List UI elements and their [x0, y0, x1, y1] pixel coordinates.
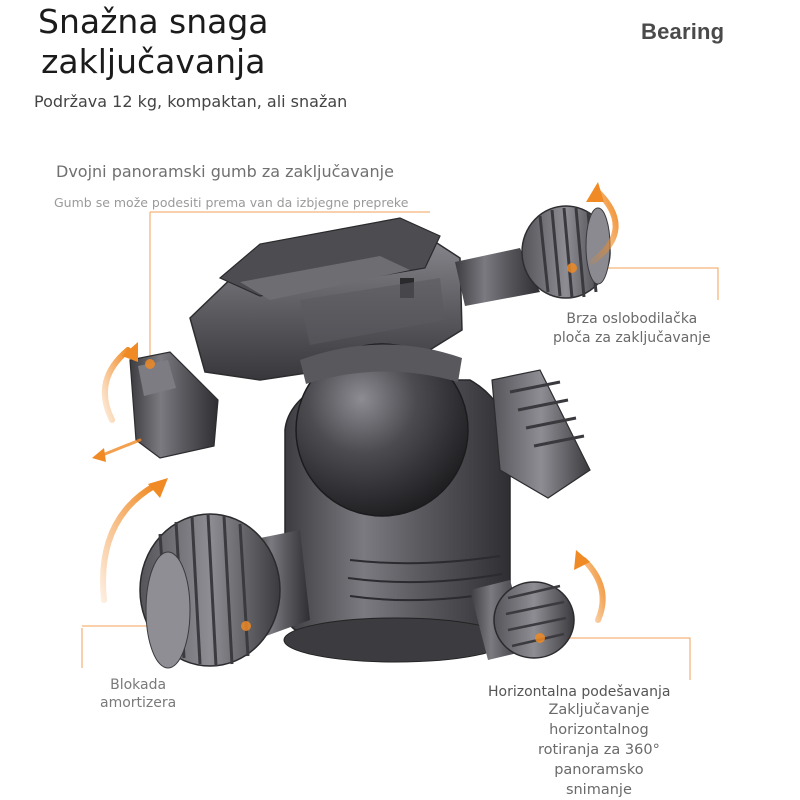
panoramic-lock-knob: [129, 351, 219, 459]
brand-logo: Bearing: [641, 19, 725, 44]
damping-line-1: Blokada: [110, 677, 167, 693]
quick-release-knob: [455, 205, 611, 306]
orange-rotation-arrow: [98, 189, 619, 623]
leader-line-quick-release: [572, 267, 719, 300]
orange-callout-dot: [145, 263, 577, 643]
quick-release-line-2: ploča za zaključavanje: [553, 330, 711, 346]
panoramic-callout-description: Gumb se može podesiti prema van da izbje…: [54, 195, 409, 210]
horizontal-line-3: rotiranja za 360°: [538, 742, 660, 758]
horizontal-pan-knob: [470, 580, 575, 660]
quick-release-line-1: Brza oslobodilačka: [566, 311, 698, 327]
page-subtitle: Podržava 12 kg, kompaktan, ali snažan: [34, 92, 348, 111]
side-tension-knob: [491, 369, 591, 499]
damping-lock-knob: [139, 513, 310, 669]
damping-callout: Blokada amortizera: [100, 676, 176, 712]
leader-line-horizontal: [542, 637, 691, 680]
horizontal-line-5: snimanje: [565, 782, 632, 798]
ball-head-body: [283, 343, 511, 663]
horizontal-line-2: horizontalnog: [549, 722, 649, 738]
orange-arrowheads: [92, 182, 604, 570]
title-line-2: zaključavanja: [41, 42, 266, 81]
horizontal-callout-description: Zaključavanje horizontalnog rotiranja za…: [538, 700, 660, 800]
title-line-1: Snažna snaga: [38, 2, 269, 41]
quick-release-clamp: [189, 217, 463, 381]
horizontal-line-4: panoramsko: [554, 762, 644, 778]
horizontal-line-1: Zaključavanje: [548, 702, 650, 718]
panoramic-callout-title: Dvojni panoramski gumb za zaključavanje: [56, 162, 394, 181]
damping-line-2: amortizera: [100, 695, 177, 711]
quick-release-callout: Brza oslobodilačka ploča za zaključavanj…: [553, 310, 711, 348]
page-title: Snažna snaga zaključavanja: [38, 2, 269, 82]
horizontal-callout-title: Horizontalna podešavanja: [488, 684, 671, 700]
